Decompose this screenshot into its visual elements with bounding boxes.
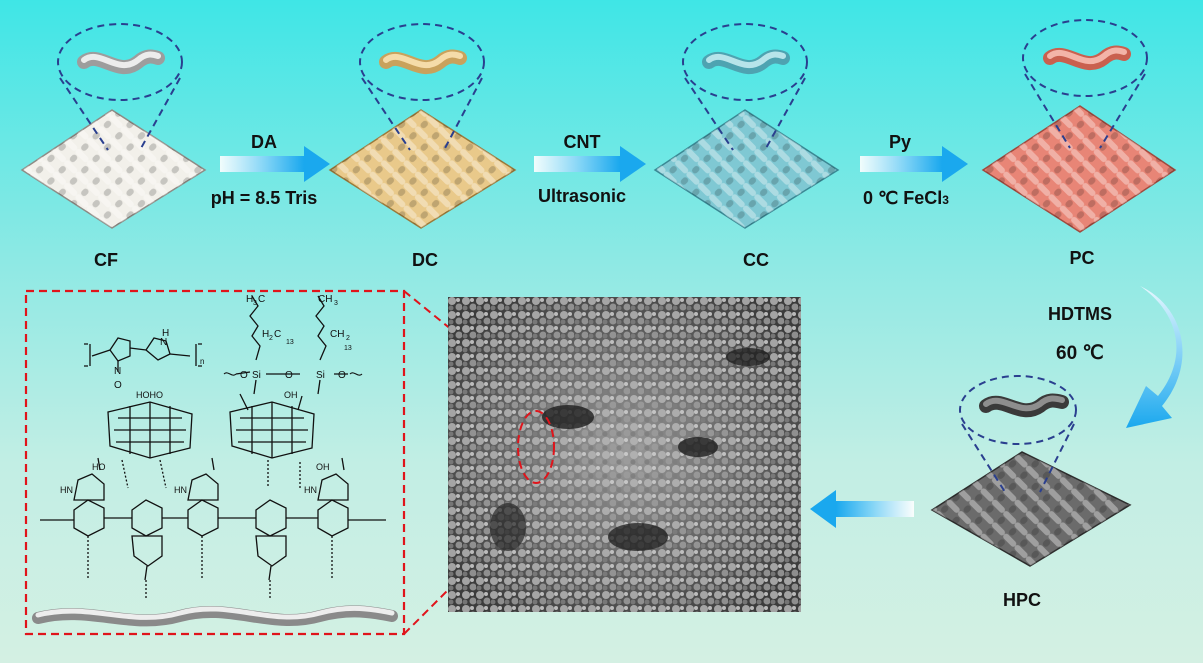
dc-zoom-lines (361, 77, 483, 151)
cnt-pda-links (121, 459, 301, 489)
label-pc: PC (1069, 248, 1095, 268)
structure-frame (24, 289, 406, 636)
step3-condition: 0 ℃ FeCl3 (863, 188, 949, 209)
cf-zoom-ellipse (57, 23, 183, 101)
label-hpc: HPC (1002, 590, 1042, 610)
label-dc: DC (412, 250, 438, 270)
label-cc: CC (743, 250, 769, 270)
label-h2c-left-c: C (274, 329, 281, 340)
label-hn-2: HN (174, 485, 187, 495)
dc-weave (330, 110, 515, 228)
arrow-step1 (220, 146, 330, 182)
hpc-zoom-lines (961, 423, 1075, 493)
label-hn-1: HN (60, 485, 73, 495)
label-oh-right: OH (316, 462, 330, 472)
sem-zoom-ellipse (517, 410, 555, 484)
cc-zoom-ellipse (682, 23, 808, 101)
dc-zoom-ellipse (359, 23, 485, 101)
pc-zoom-ellipse (1022, 19, 1148, 97)
arrow-step3 (860, 146, 968, 182)
label-ho-left: HO (92, 462, 106, 472)
label-cf: CF (94, 250, 118, 270)
cc-weave (655, 110, 838, 228)
label-ch2-right: CH (330, 329, 344, 340)
label-o-pyrrole: O (114, 380, 122, 391)
polypyrrole-unit (84, 337, 202, 372)
label-h3c-left-3: 3 (253, 300, 257, 307)
label-oh-right-top: OH (284, 390, 298, 400)
pc-fiber-highlight (1047, 47, 1127, 65)
step3-condition-sub: 3 (942, 193, 949, 207)
label-n13-left: 13 (286, 339, 294, 346)
label-o-right-end: O (338, 370, 346, 381)
label-si-left: Si (252, 370, 261, 381)
label-ch3-right: CH (318, 294, 332, 305)
label-h2c-left-h: H (262, 329, 269, 340)
step1-reagent: DA (251, 132, 277, 152)
structure-fiber-highlight (35, 605, 395, 620)
pc-sample (981, 19, 1177, 233)
chemical-structure: H 3 C CH 3 H 2 C 13 CH 2 13 Si O Si O O … (32, 294, 398, 627)
hpc-zoom-ellipse (959, 375, 1077, 445)
label-ch2-right-2: 2 (346, 335, 350, 342)
cf-weave (22, 110, 205, 228)
label-h2c-left-2: 2 (269, 335, 273, 342)
hpc-weave (932, 452, 1130, 566)
structure-fiber (32, 605, 398, 627)
label-h3c-left-c: C (258, 294, 265, 305)
cc-zoom-lines (684, 77, 806, 151)
label-o-left-end: O (240, 370, 248, 381)
step2-condition: Ultrasonic (537, 186, 627, 206)
cc-sample (653, 23, 840, 229)
label-n13-right: 13 (344, 345, 352, 352)
dc-sample (328, 23, 517, 229)
cf-fiber-highlight (81, 51, 161, 69)
cc-fiber-highlight (706, 51, 786, 69)
label-repeat-n: n (200, 357, 204, 366)
arrow-step4-curved (1126, 286, 1183, 428)
arrow-step2 (534, 146, 646, 182)
label-ch3-right-3: 3 (334, 300, 338, 307)
step1-condition: pH = 8.5 Tris (210, 188, 318, 208)
dc-fiber-highlight (383, 51, 463, 69)
label-pyrrole-h: H (162, 328, 169, 339)
step3-condition-main: 0 ℃ FeCl (863, 188, 943, 208)
sem-texture (448, 297, 801, 612)
label-hn-3: HN (304, 485, 317, 495)
cf-zoom-lines (59, 77, 181, 151)
step4-reagent: HDTMS (1048, 304, 1112, 324)
siloxane-chain (223, 295, 363, 411)
hpc-fiber-highlight (983, 395, 1065, 412)
label-si-right: Si (316, 370, 325, 381)
arrow-to-sem (810, 490, 914, 528)
cnt-right (229, 401, 315, 459)
label-h3c-left-h: H (246, 294, 253, 305)
hpc-sample (930, 375, 1132, 567)
label-o-siloxane: O (285, 370, 293, 381)
label-hoho-left: HOHO (136, 390, 163, 400)
step2-reagent: CNT (563, 132, 601, 152)
sem-micrograph (448, 297, 801, 612)
cf-sample (20, 23, 207, 229)
label-pyrrole-n: N (114, 366, 121, 377)
pda-polymer (40, 457, 386, 600)
pc-weave (983, 106, 1175, 232)
pc-zoom-lines (1024, 73, 1146, 149)
label-pyrrole-nh: N (160, 337, 167, 348)
step3-reagent: Py (888, 132, 912, 152)
cnt-left (107, 401, 193, 459)
step4-condition: 60 ℃ (1056, 343, 1104, 364)
